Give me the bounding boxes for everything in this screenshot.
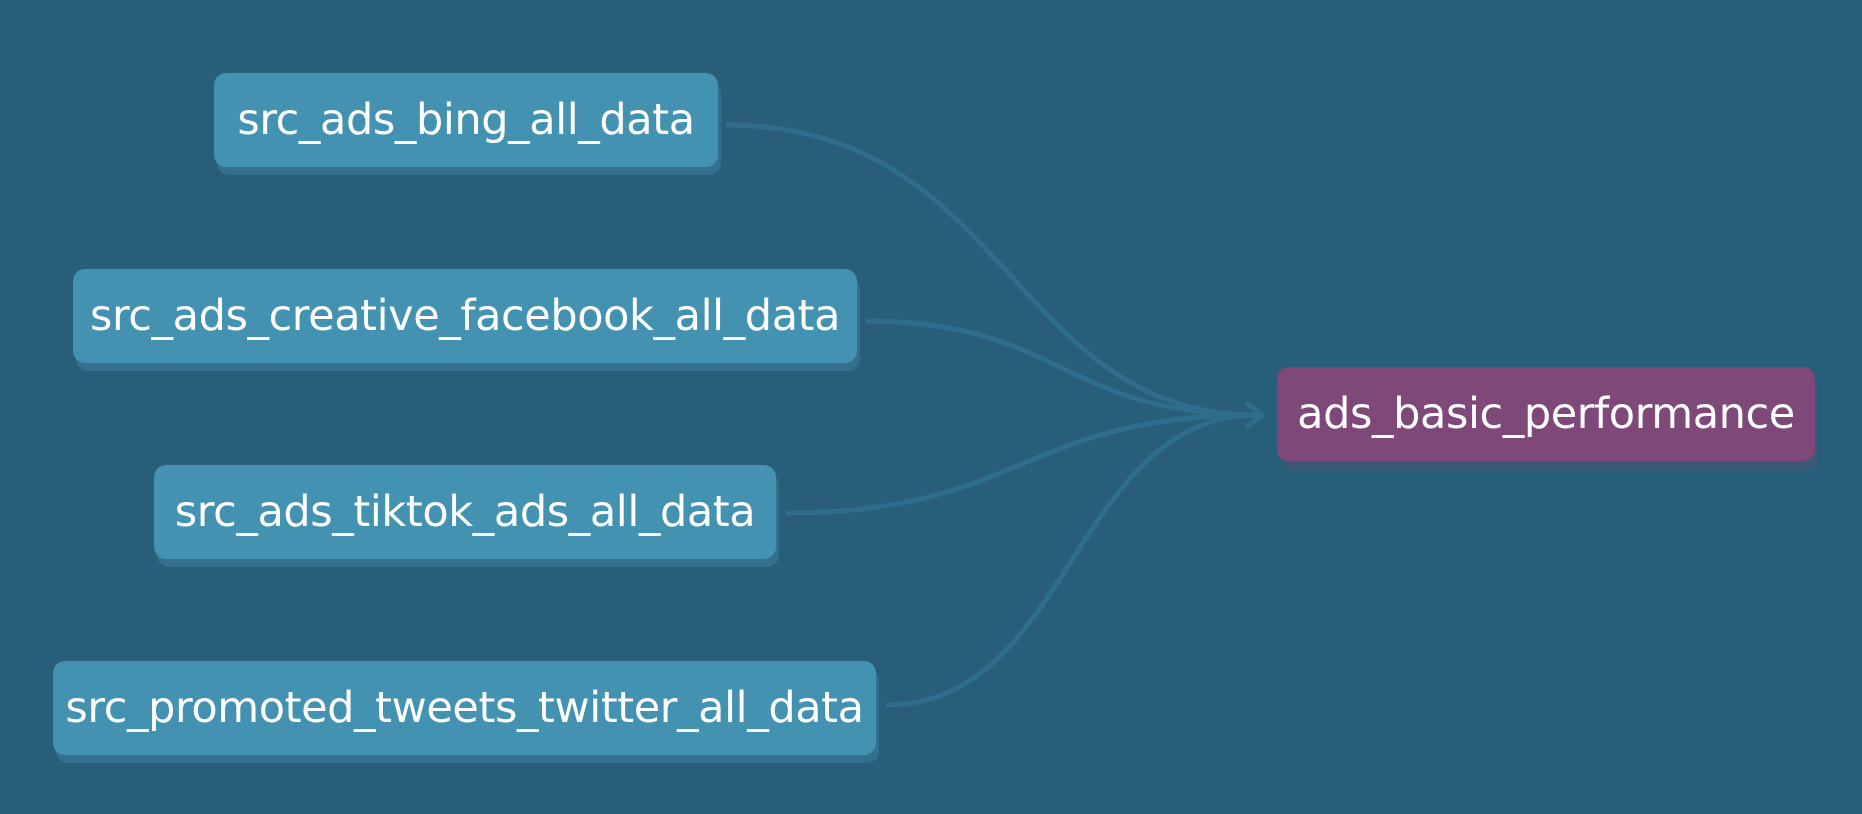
node-src-ads-creative-facebook-all-data[interactable]: src_ads_creative_facebook_all_data bbox=[73, 269, 857, 363]
edge-arrowhead-icon bbox=[1245, 401, 1265, 429]
node-src-ads-tiktok-ads-all-data[interactable]: src_ads_tiktok_ads_all_data bbox=[154, 465, 776, 559]
edge-twitter-to-ads-basic-performance bbox=[885, 412, 1259, 708]
edge-facebook-to-ads-basic-performance bbox=[865, 318, 1259, 418]
node-src-ads-bing-all-data[interactable]: src_ads_bing_all_data bbox=[214, 73, 718, 167]
node-ads-basic-performance[interactable]: ads_basic_performance bbox=[1277, 367, 1815, 461]
edge-tiktok-to-ads-basic-performance bbox=[785, 412, 1259, 516]
node-src-promoted-tweets-twitter-all-data[interactable]: src_promoted_tweets_twitter_all_data bbox=[53, 661, 876, 755]
